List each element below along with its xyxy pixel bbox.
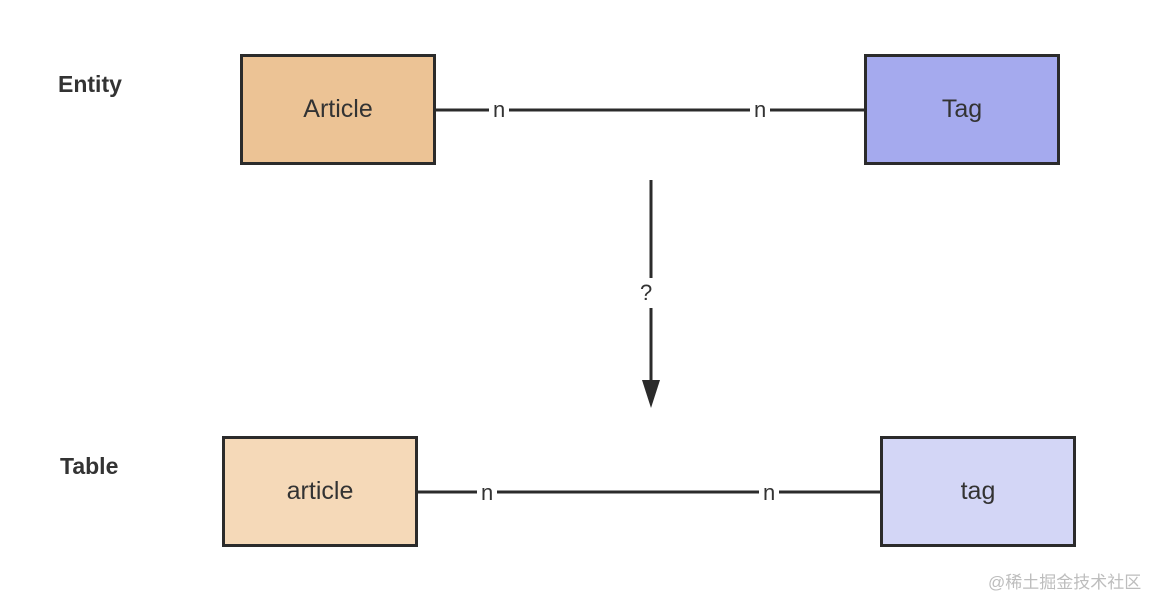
watermark: @稀土掘金技术社区 (988, 573, 1142, 592)
article-table-box: article (222, 436, 418, 547)
article-entity-box: Article (240, 54, 436, 165)
tag-table-label: tag (960, 477, 996, 505)
entity-left-cardinality: n (489, 99, 510, 121)
article-entity-label: Article (303, 95, 373, 123)
tag-entity-box: Tag (864, 54, 1060, 165)
article-table-label: article (286, 477, 354, 505)
tag-table-box: tag (880, 436, 1076, 547)
table-left-cardinality: n (477, 482, 498, 504)
transform-arrow-head (642, 380, 660, 408)
entity-row-label: Entity (58, 71, 122, 97)
table-right-cardinality: n (759, 482, 780, 504)
entity-right-cardinality: n (750, 99, 771, 121)
tag-entity-label: Tag (941, 95, 983, 123)
table-row-label: Table (60, 453, 119, 479)
transition-question-label: ? (637, 278, 656, 308)
